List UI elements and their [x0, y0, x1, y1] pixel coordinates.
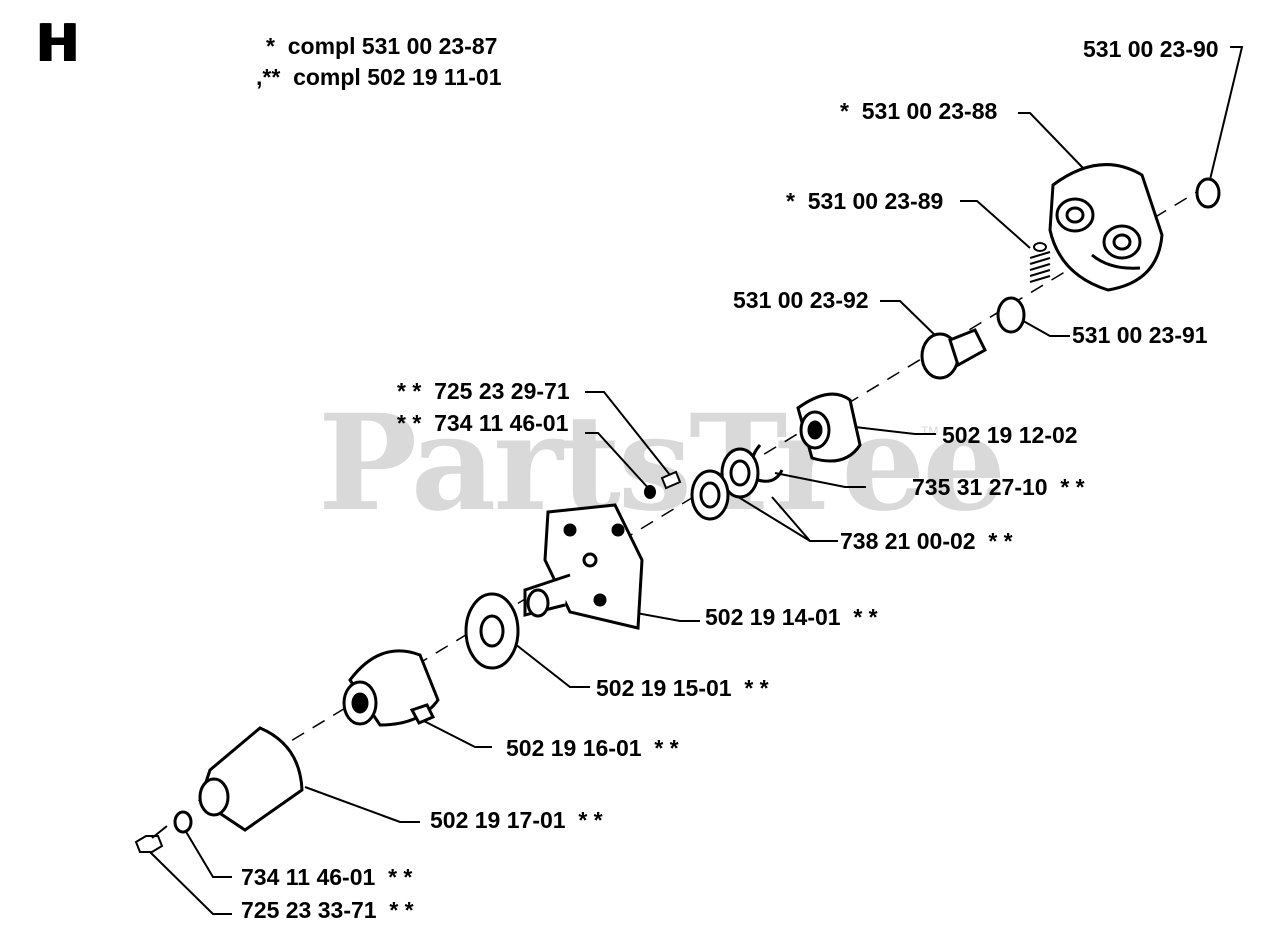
part-label: * * 734 11 46-01 [397, 410, 569, 436]
shaft-coupling [342, 649, 440, 727]
part-label: 531 00 23-92 [733, 287, 869, 313]
leader-line [734, 494, 838, 542]
part-label: 502 19 17-01 * * [430, 807, 603, 833]
part-label: * 531 00 23-88 [840, 98, 998, 124]
washer-part [173, 810, 193, 834]
clutch-drum [796, 392, 862, 463]
washer-part [1195, 177, 1221, 209]
clutch-shoe-assembly [1048, 163, 1164, 292]
leader-line [304, 786, 420, 823]
leader-line [771, 496, 811, 542]
leader-line [417, 717, 492, 748]
part-label: 734 11 46-01 * * [241, 864, 413, 890]
part-label: 531 00 23-91 [1072, 322, 1208, 348]
part-label: 531 00 23-90 [1083, 36, 1219, 62]
part-label: 502 19 12-02 [942, 422, 1078, 448]
kit-label: * compl 531 00 23-87 [266, 33, 498, 59]
part-label: 738 21 00-02 * * [840, 528, 1013, 554]
leader-line [184, 829, 232, 878]
leader-line [854, 426, 936, 435]
leader-line [585, 391, 671, 476]
leader-line [960, 200, 1031, 249]
leader-line [1017, 317, 1070, 337]
leader-line [509, 639, 590, 688]
ball-bearings [690, 447, 760, 521]
gasket [464, 592, 520, 670]
part-label: 502 19 15-01 * * [596, 675, 769, 701]
part-label: * 531 00 23-89 [786, 188, 944, 214]
leader-line [1018, 112, 1084, 169]
clutch-housing [523, 503, 644, 630]
section-letter: H [36, 14, 80, 74]
part-label: 502 19 14-01 * * [705, 604, 878, 630]
part-label: 725 23 33-71 * * [241, 897, 414, 923]
part-label: * * 725 23 29-71 [397, 378, 570, 404]
leader-line [1207, 46, 1244, 189]
leader-line [774, 472, 866, 488]
tube-clamp [198, 726, 304, 832]
screw-and-washer [644, 470, 682, 499]
part-label: 735 31 27-10 * * [912, 474, 1085, 500]
hex-screw [134, 825, 168, 853]
kit-label: ,** compl 502 19 11-01 [256, 64, 502, 90]
leader-line [585, 432, 651, 491]
clutch-spring [1029, 242, 1051, 283]
leader-line [149, 851, 232, 915]
leader-line [880, 300, 941, 341]
part-label: 502 19 16-01 * * [506, 735, 679, 761]
washer-part [996, 296, 1026, 334]
shoulder-bolt [920, 328, 987, 380]
